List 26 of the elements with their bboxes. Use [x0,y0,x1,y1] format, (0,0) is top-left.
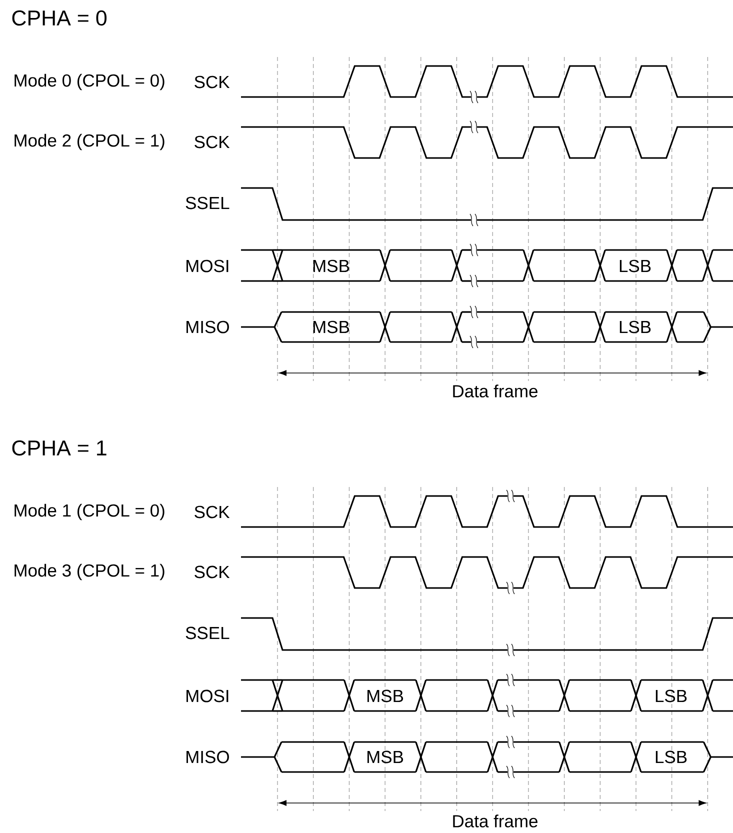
signal-name: SCK [194,506,230,518]
signal-name: SSEL [186,196,230,210]
mode-label: Mode 0 (CPOL = 0) [14,74,164,90]
mode-label: Mode 1 (CPOL = 0) [14,504,164,520]
signal-name: MISO [186,320,229,334]
signal-name: MISO [186,750,229,764]
section-heading: CPHA = 0 [12,10,107,26]
mode-label: Mode 2 (CPOL = 1) [14,134,164,150]
bit-label: MSB [367,750,404,764]
bit-label: LSB [620,320,651,334]
bit-label: LSB [620,260,651,272]
signal-name: SCK [194,76,230,88]
signal-name: SCK [194,136,230,148]
signal-name: SSEL [186,626,230,640]
bit-label: MSB [367,690,404,702]
bit-label: MSB [313,320,350,334]
bit-label: LSB [656,690,687,702]
mode-label: Mode 3 (CPOL = 1) [14,564,164,580]
signal-name: MOSI [186,260,228,272]
dimension-label: Data frame [453,814,538,828]
signal-name: MOSI [186,690,228,702]
section-heading: CPHA = 1 [12,440,106,456]
bit-label: LSB [656,750,687,764]
signal-name: SCK [194,566,230,578]
bit-label: MSB [313,260,350,272]
dimension-label: Data frame [453,384,538,398]
